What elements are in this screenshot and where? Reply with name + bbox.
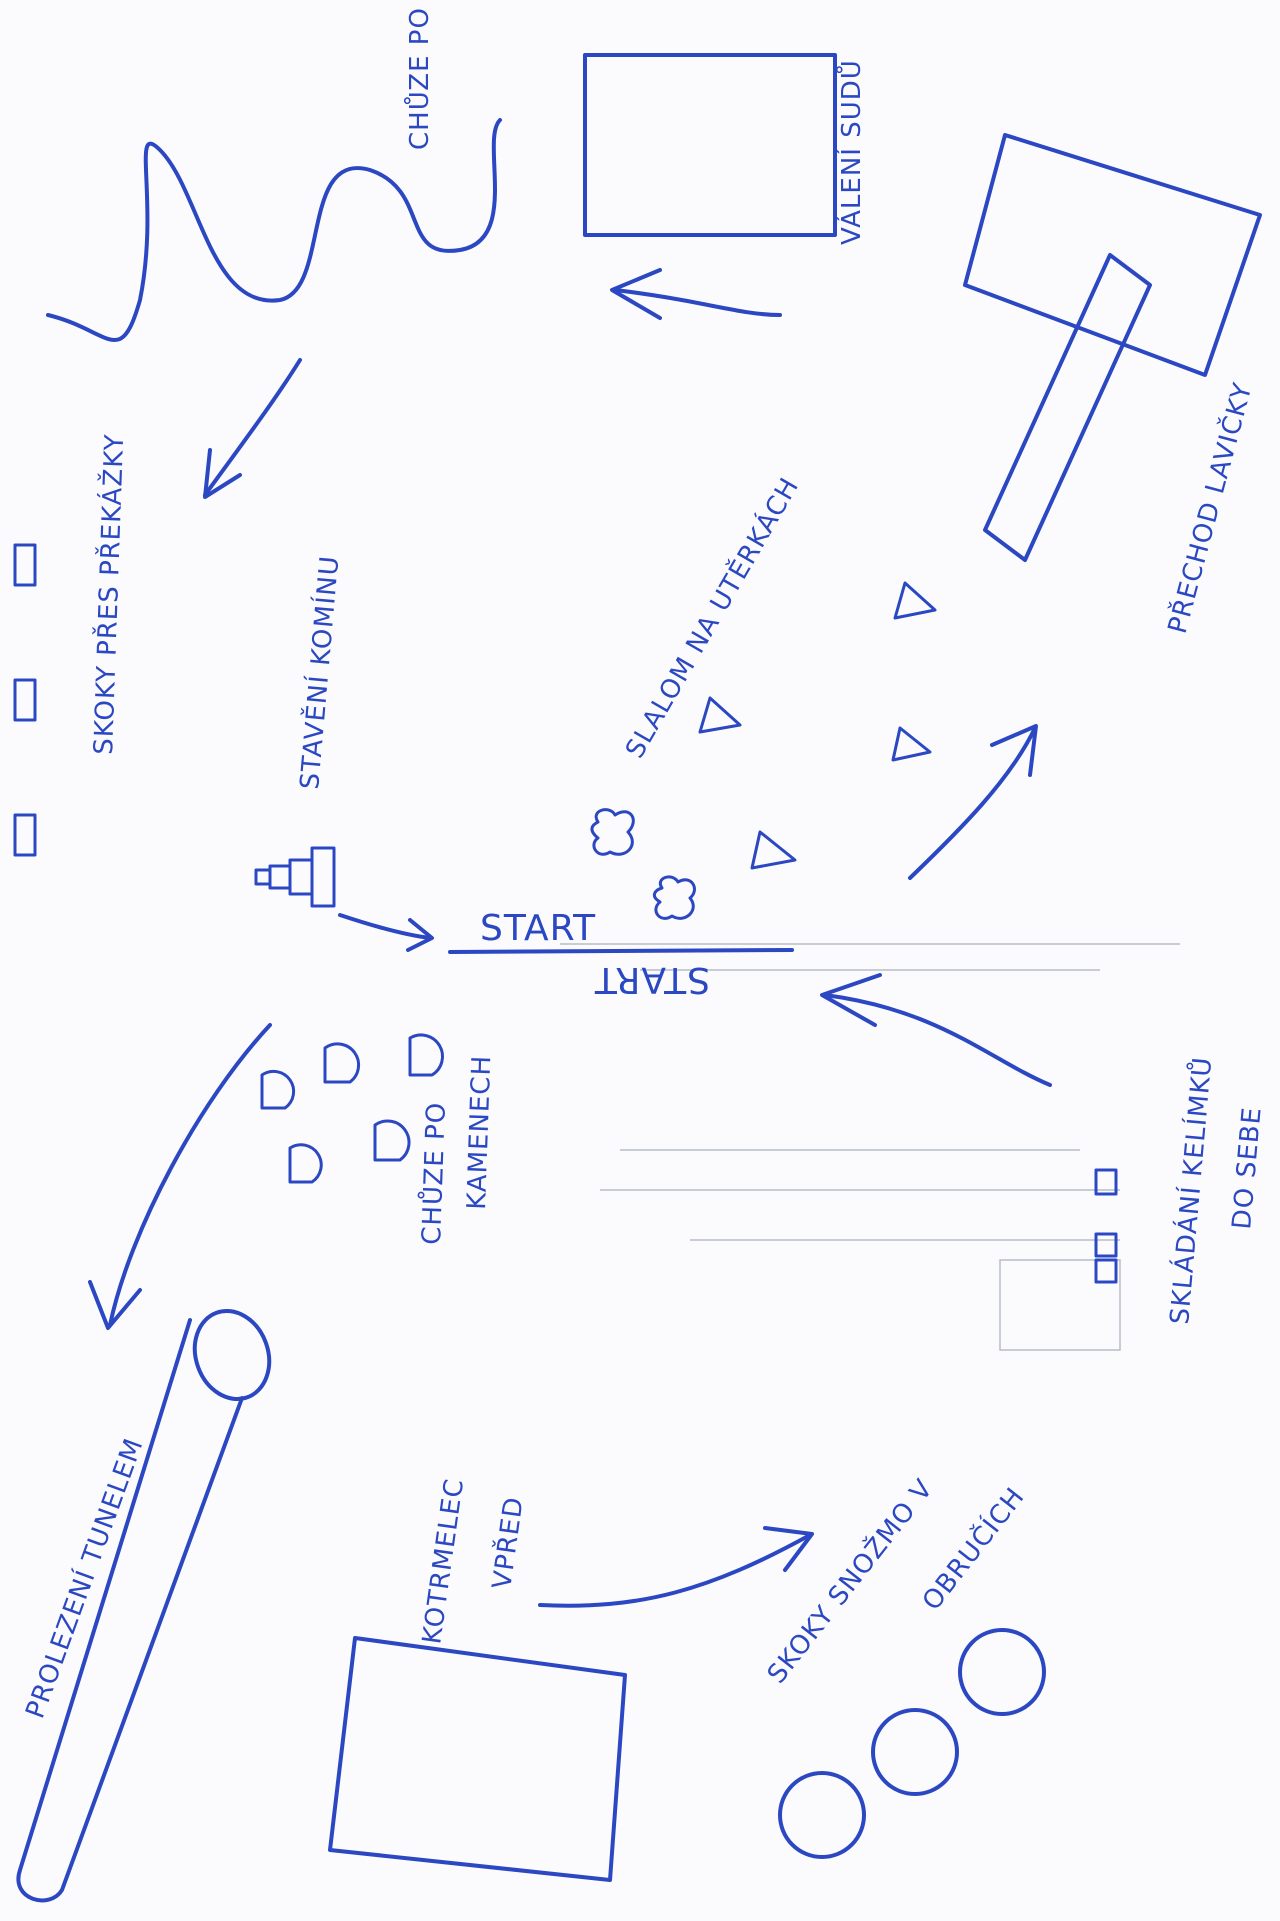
stone-icon (262, 1071, 294, 1108)
hoop-icon (780, 1773, 864, 1857)
towel-icon (592, 810, 633, 855)
label-kotrmelec-1: KOTRMELEC (417, 1476, 470, 1646)
label-skladani-kelimku-2: DO SEBE (1227, 1106, 1268, 1231)
arrow-to-tunel (90, 1025, 270, 1328)
station-kotrmelec: KOTRMELEC VPŘED (330, 1476, 812, 1880)
station-skoky-pres-prekazky: SKOKY PŘES PŘEKÁŽKY (15, 433, 130, 855)
arrow-to-skoky (205, 360, 300, 497)
label-prechod-lavicky: PŘECHOD LAVIČKY (1161, 379, 1259, 637)
label-chuze-po-kamenech-1: CHŮZE PO (415, 1101, 452, 1245)
chimney-block-icon (256, 870, 270, 884)
label-skoky-snozmo-1: SKOKY SNOŽMO V (760, 1473, 939, 1690)
hurdle-icon (15, 680, 35, 720)
stone-icon (410, 1035, 443, 1075)
station-skladani-kelimku: SKLÁDÁNÍ KELÍMKŮ DO SEBE (1096, 1055, 1268, 1325)
cup-icon (1096, 1260, 1116, 1282)
wavy-line-icon (48, 120, 500, 340)
chimney-block-icon (270, 866, 290, 888)
label-skladani-kelimku-1: SKLÁDÁNÍ KELÍMKŮ (1163, 1055, 1218, 1325)
start-line: START START (450, 908, 792, 1000)
label-kotrmelec-2: VPŘED (485, 1494, 530, 1591)
cone-icon (895, 583, 935, 618)
stone-icon (290, 1145, 321, 1182)
label-prolezeni-tunelem: PROLEZENÍ TUNELEM (19, 1433, 150, 1722)
hoop-icon (873, 1710, 957, 1794)
station-skoky-snozmo: SKOKY SNOŽMO V OBRUČÍCH (760, 1473, 1044, 1857)
stone-icon (325, 1044, 359, 1082)
hurdle-icon (15, 815, 35, 855)
label-valeni-sudu: VÁLENÍ SUDŮ (835, 59, 867, 245)
tunnel-body-icon (18, 1320, 242, 1900)
label-skoky-pres-prekazky: SKOKY PŘES PŘEKÁŽKY (87, 433, 130, 755)
label-skoky-snozmo-2: OBRUČÍCH (915, 1481, 1031, 1616)
label-chuze-po-kamenech-2: KAMENECH (462, 1054, 497, 1210)
arrow-to-start (822, 975, 1050, 1085)
station-prechod-lavicky: PŘECHOD LAVIČKY (965, 135, 1260, 637)
station-chuze-po-kamenech: CHŮZE PO KAMENECH (262, 1035, 497, 1245)
station-staveni-kominu: STAVĚNÍ KOMÍNU (256, 554, 432, 950)
cone-icon (752, 832, 795, 868)
arrow-to-chuze (612, 270, 780, 318)
hoop-icon (960, 1630, 1044, 1714)
chimney-block-icon (312, 848, 334, 906)
station-prolezeni-tunelem: PROLEZENÍ TUNELEM (18, 1300, 281, 1900)
start-label-bottom: START (594, 959, 710, 1000)
label-slalom: SLALOM NA UTĚRKÁCH (618, 472, 805, 764)
station-valeni-sudu: VÁLENÍ SUDŮ (585, 55, 867, 245)
towel-icon (654, 877, 694, 919)
arrow-to-lavicka (910, 726, 1036, 878)
cone-icon (700, 698, 740, 732)
cup-icon (1096, 1234, 1116, 1256)
mat-rect-icon (330, 1638, 625, 1880)
mat-rect-icon (585, 55, 835, 235)
hurdle-icon (15, 545, 35, 585)
start-label-top: START (480, 908, 596, 949)
station-slalom: SLALOM NA UTĚRKÁCH (592, 472, 935, 919)
station-chuze-po-care: CHŮZE PO ČÁŘE (48, 0, 500, 340)
stone-icon (375, 1121, 409, 1160)
chimney-block-icon (290, 860, 312, 894)
cone-icon (893, 728, 930, 760)
label-chuze-po-care: CHŮZE PO ČÁŘE (403, 0, 435, 150)
tunnel-end-icon (183, 1300, 281, 1409)
label-staveni-kominu: STAVĚNÍ KOMÍNU (293, 554, 345, 791)
